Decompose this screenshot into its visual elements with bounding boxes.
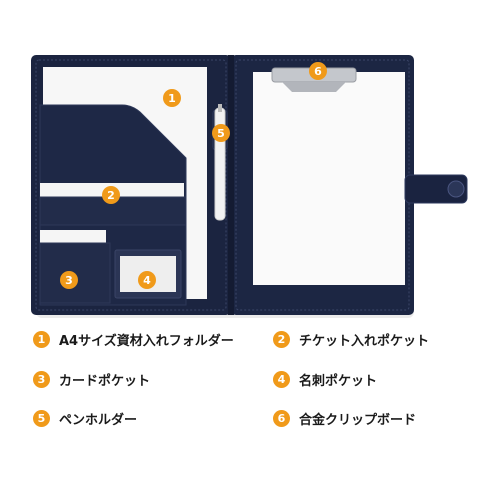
legend-number-3: 3 bbox=[33, 371, 50, 388]
folder-spine bbox=[228, 55, 234, 315]
legend-item-5: 5 ペンホルダー bbox=[33, 409, 137, 428]
legend-label-4: 名刺ポケット bbox=[299, 374, 378, 389]
callout-marker-2: 2 bbox=[102, 186, 120, 204]
legend-item-3: 3 カードポケット bbox=[33, 370, 150, 389]
product-photo bbox=[31, 55, 468, 318]
legend-label-1: A4サイズ資材入れフォルダー bbox=[59, 334, 234, 349]
legend-item-1: 1 A4サイズ資材入れフォルダー bbox=[33, 330, 234, 349]
strap-snap bbox=[447, 180, 465, 198]
callout-marker-5: 5 bbox=[212, 124, 230, 142]
callout-marker-1: 1 bbox=[163, 89, 181, 107]
callout-marker-6: 6 bbox=[309, 62, 327, 80]
legend-item-6: 6 合金クリップボード bbox=[273, 409, 416, 428]
callout-marker-4: 4 bbox=[138, 271, 156, 289]
legend-label-5: ペンホルダー bbox=[59, 413, 138, 428]
legend-number-6: 6 bbox=[273, 410, 290, 427]
legend-item-4: 4 名刺ポケット bbox=[273, 370, 377, 389]
legend-label-3: カードポケット bbox=[59, 374, 151, 389]
clipboard-paper bbox=[253, 72, 405, 285]
legend-number-1: 1 bbox=[33, 331, 50, 348]
legend-number-5: 5 bbox=[33, 410, 50, 427]
pen-tip bbox=[218, 104, 222, 112]
alloy-clip-lever bbox=[282, 82, 346, 92]
legend-label-6: 合金クリップボード bbox=[299, 413, 417, 428]
left-stitching bbox=[35, 59, 227, 311]
callout-marker-3: 3 bbox=[60, 271, 78, 289]
legend-item-2: 2 チケット入れポケット bbox=[273, 330, 429, 349]
card-paper bbox=[40, 230, 106, 244]
legend-number-2: 2 bbox=[273, 331, 290, 348]
legend-label-2: チケット入れポケット bbox=[299, 334, 430, 349]
legend: 1 A4サイズ資材入れフォルダー 2 チケット入れポケット 3 カードポケット … bbox=[0, 318, 500, 500]
legend-number-4: 4 bbox=[273, 371, 290, 388]
